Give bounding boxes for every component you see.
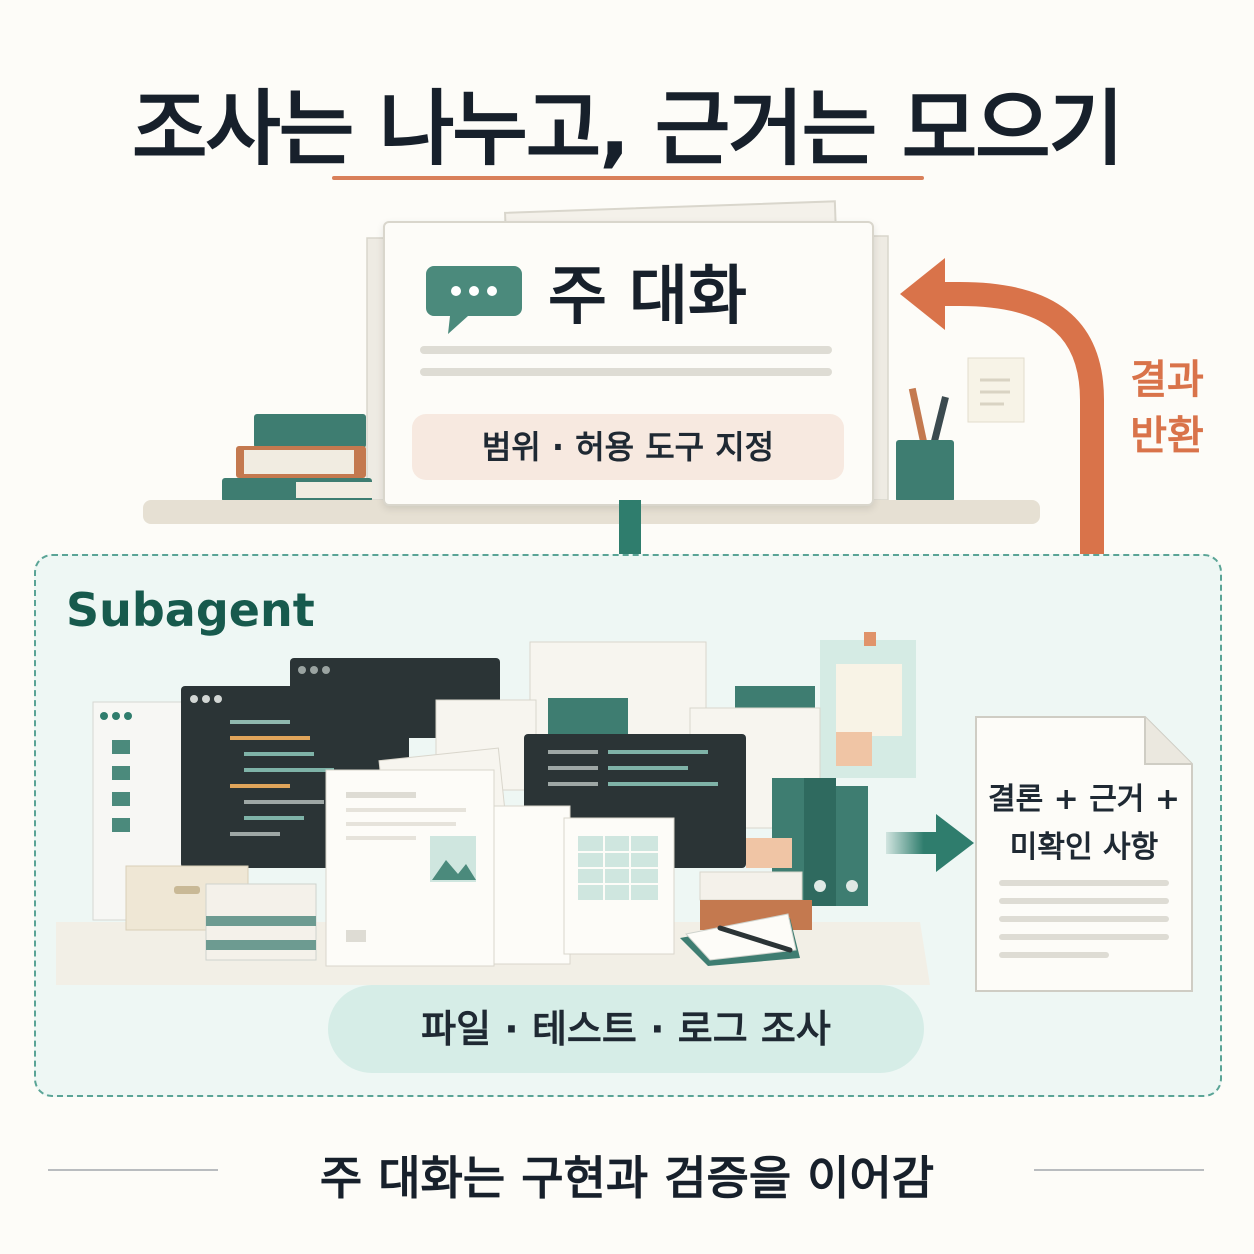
text-placeholder-lines — [420, 346, 832, 376]
scope-label: 범위 · 허용 도구 지정 — [412, 414, 844, 480]
title-underline — [332, 176, 924, 180]
sticky-note-icon — [967, 357, 1025, 423]
subagent-title: Subagent — [66, 583, 315, 637]
notebook-pen-icon — [680, 913, 800, 966]
chat-bubble-icon — [426, 266, 522, 334]
book-stack-icon — [222, 414, 372, 502]
page-title: 조사는 나누고, 근거는 모으기 — [131, 82, 1124, 177]
result-summary: 결론 + 근거 + 미확인 사항 — [975, 776, 1193, 872]
work-label: 파일 · 테스트 · 로그 조사 — [328, 985, 924, 1073]
footer-divider-left — [48, 1169, 218, 1171]
result-document — [975, 716, 1193, 992]
result-line1: 결론 + 근거 + — [987, 782, 1180, 817]
spreadsheet-icon — [563, 817, 675, 955]
footer-caption: 주 대화는 구현과 검증을 이어감 — [319, 1151, 935, 1205]
return-label-line2: 반환 — [1130, 413, 1204, 459]
result-line2: 미확인 사항 — [1009, 830, 1159, 865]
document-image-icon — [325, 769, 495, 967]
right-arrow — [886, 814, 974, 872]
return-label-line1: 결과 — [1130, 357, 1204, 403]
pencil-cup-icon — [896, 387, 954, 502]
footer-divider-right — [1034, 1169, 1204, 1171]
main-conversation-title: 주 대화 — [548, 260, 747, 334]
return-label: 결과 반환 — [1112, 352, 1222, 464]
